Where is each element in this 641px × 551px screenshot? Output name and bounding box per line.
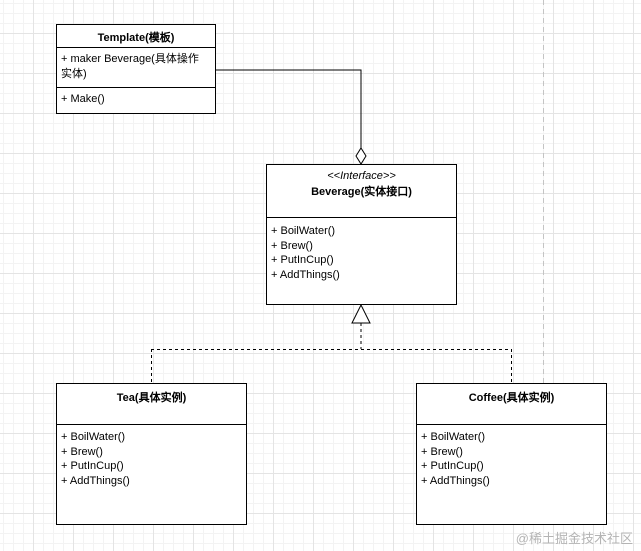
method-row: + AddThings()	[271, 268, 340, 281]
compartment-divider	[57, 424, 246, 425]
class-template-header: Template(模板)	[57, 25, 215, 47]
method-row: + Make()	[61, 93, 105, 105]
field-row: 实体)	[61, 67, 87, 80]
class-tea-header: Tea(具体实例)	[57, 384, 246, 424]
aggregation-connector[interactable]	[216, 69, 362, 148]
class-name: Coffee(具体实例)	[468, 392, 555, 404]
watermark: @稀土掘金技术社区	[515, 531, 633, 546]
method-row: + BoilWater()	[421, 431, 486, 443]
class-coffee-header: Coffee(具体实例)	[417, 384, 606, 424]
method-row: + AddThings()	[421, 474, 490, 487]
method-row: + Brew()	[61, 445, 103, 458]
method-row: + PutInCup()	[271, 254, 334, 266]
method-row: + Brew()	[421, 445, 463, 458]
class-coffee[interactable]: Coffee(具体实例) + BoilWater() + Brew() + Pu…	[416, 383, 607, 525]
method-row: + PutInCup()	[61, 460, 124, 472]
class-beverage-header: <<Interface>> Beverage(实体接口)	[267, 165, 456, 217]
aggregation-diamond-icon	[355, 147, 367, 165]
class-name: Template(模板)	[97, 32, 175, 44]
method-row: + BoilWater()	[271, 225, 336, 237]
class-coffee-methods: + BoilWater() + Brew() + PutInCup() + Ad…	[417, 425, 606, 488]
class-beverage-methods: + BoilWater() + Brew() + PutInCup() + Ad…	[267, 218, 456, 282]
class-template[interactable]: Template(模板) + maker Beverage(具体操作 实体) +…	[56, 24, 216, 114]
class-name: Tea(具体实例)	[116, 392, 187, 404]
class-beverage[interactable]: <<Interface>> Beverage(实体接口) + BoilWater…	[266, 164, 457, 305]
class-tea-methods: + BoilWater() + Brew() + PutInCup() + Ad…	[57, 425, 246, 488]
method-row: + Brew()	[271, 239, 313, 252]
compartment-divider	[267, 217, 456, 218]
compartment-divider	[57, 87, 215, 88]
method-row: + BoilWater()	[61, 431, 126, 443]
stereotype-label: <<Interface>>	[327, 170, 396, 182]
field-row: + maker Beverage(具体操作	[61, 53, 199, 65]
method-row: + AddThings()	[61, 474, 130, 487]
realization-triangle-icon	[351, 303, 371, 324]
class-tea[interactable]: Tea(具体实例) + BoilWater() + Brew() + PutIn…	[56, 383, 247, 525]
compartment-divider	[417, 424, 606, 425]
compartment-divider	[57, 47, 215, 48]
class-template-methods: + Make()	[57, 88, 215, 107]
method-row: + PutInCup()	[421, 460, 484, 472]
class-name: Beverage(实体接口)	[311, 186, 412, 198]
class-template-fields: + maker Beverage(具体操作 实体)	[57, 48, 215, 87]
